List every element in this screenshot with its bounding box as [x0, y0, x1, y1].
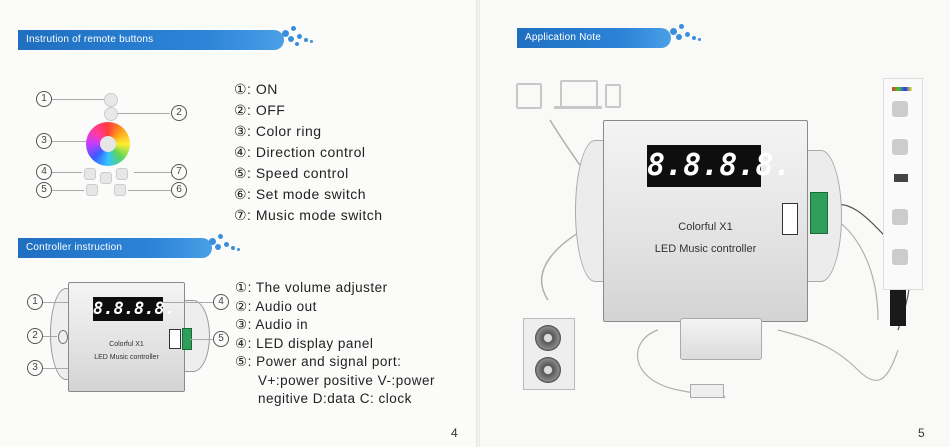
list-item: ③: Color ring [234, 123, 322, 139]
remote-callout-2: 2 [171, 105, 187, 121]
bubbles-decoration [207, 234, 247, 258]
controller-label-1: Colorful X1 [109, 341, 144, 348]
remote-callout-1: 1 [36, 91, 52, 107]
remote-callout-4: 4 [36, 164, 52, 180]
list-item: ②: Audio out [235, 298, 317, 314]
controller-instruction-list: ①: The volume adjuster ②: Audio out ③: A… [235, 279, 435, 409]
list-item: ④: LED display panel [235, 335, 374, 351]
color-ring-icon [86, 122, 130, 166]
audio-out-jack-icon [58, 330, 68, 344]
list-item: ④: Direction control [234, 144, 366, 160]
remote-banner: Instrution of remote buttons [18, 30, 284, 50]
controller-callout-5: 5 [213, 331, 229, 347]
big-led-display: 8.8.8.8. [647, 145, 792, 187]
big-port-label-box [782, 203, 798, 235]
list-item: V+:power positive V-:power [258, 372, 435, 388]
controller-box: 8.8.8.8. Colorful X1 LED Music controlle… [68, 282, 192, 392]
list-item: ⑦: Music mode switch [234, 207, 383, 223]
led-strip-icon [883, 78, 923, 290]
remote-callout-3: 3 [36, 133, 52, 149]
mode-button-icon [86, 184, 98, 196]
remote-callout-7: 7 [171, 164, 187, 180]
tablet-icon [516, 83, 542, 109]
list-item: ⑥: Set mode switch [234, 186, 367, 202]
power-plug-icon [690, 384, 724, 398]
list-item: ⑤: Speed control [234, 165, 349, 181]
remote-callout-6: 6 [171, 182, 187, 198]
music-button-icon [116, 168, 128, 180]
controller-callout-1: 1 [27, 294, 43, 310]
speed-button-icon [100, 172, 112, 184]
power-adapter-icon [680, 318, 762, 360]
list-item: ⑤: Power and signal port: [235, 354, 402, 369]
page-fold [476, 0, 480, 447]
list-item: negitive D:data C: clock [258, 391, 412, 406]
big-controller-label-1: Colorful X1 [678, 221, 733, 233]
port-label-box [169, 329, 181, 349]
big-controller-box: 8.8.8.8. Colorful X1 LED Music controlle… [603, 120, 808, 322]
phone-icon [605, 84, 621, 108]
bubbles-decoration [280, 26, 320, 50]
controller-banner: Controller instruction [18, 238, 212, 258]
speaker-icon [523, 318, 575, 390]
page-number-left: 4 [451, 426, 458, 440]
off-button-icon [104, 107, 118, 121]
list-item: ①: The volume adjuster [235, 280, 388, 295]
led-display: 8.8.8.8. [93, 297, 175, 321]
set-button-icon [114, 184, 126, 196]
controller-label-2: LED Music controller [94, 354, 159, 361]
on-button-icon [104, 93, 118, 107]
bubbles-decoration [668, 24, 708, 48]
big-controller-label-2: LED Music controller [654, 243, 757, 255]
controller-callout-2: 2 [27, 328, 43, 344]
controller-callout-3: 3 [27, 360, 43, 376]
controller-callout-4: 4 [213, 294, 229, 310]
list-item: ①: ON [234, 81, 278, 97]
direction-button-icon [84, 168, 96, 180]
remote-callout-5: 5 [36, 182, 52, 198]
remote-button-list: ①: ON ②: OFF ③: Color ring ④: Direction … [234, 79, 383, 226]
application-note-banner: Application Note [517, 28, 671, 48]
list-item: ③: Audio in [235, 317, 309, 332]
list-item: ②: OFF [234, 102, 286, 118]
page-number-right: 5 [918, 426, 925, 440]
laptop-base-icon [554, 106, 602, 109]
strip-connector-icon [890, 290, 906, 326]
big-power-signal-port-icon [810, 192, 828, 234]
